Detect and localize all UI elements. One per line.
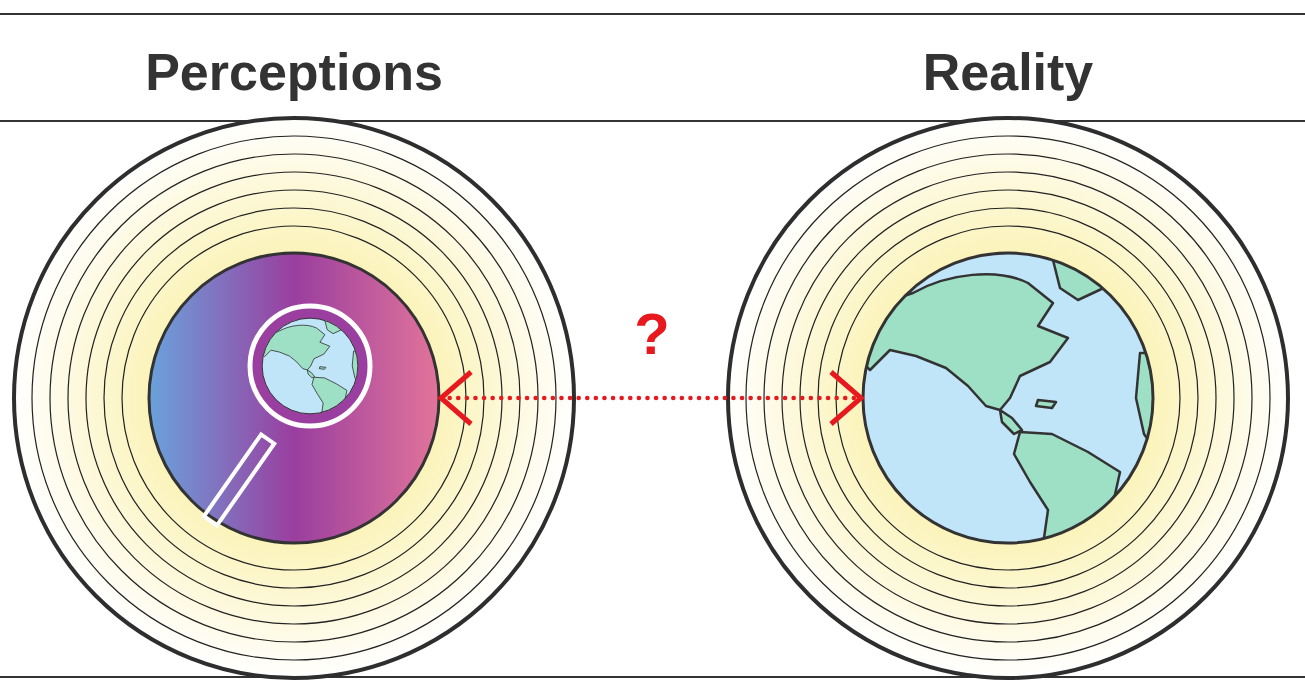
rule-line xyxy=(0,120,1305,122)
circle-node: Reality xyxy=(863,253,1153,543)
circle-heading: Reality xyxy=(703,42,1305,102)
edge-label: ? xyxy=(630,302,673,366)
rule-line xyxy=(0,13,1305,15)
dotted-arrow xyxy=(441,372,861,424)
rule-line xyxy=(0,676,1305,678)
earth-globe xyxy=(858,248,1168,548)
perception-rings xyxy=(14,118,574,678)
magnifying-glass xyxy=(204,306,370,526)
circle-node: Perceptions xyxy=(149,253,439,543)
circle-heading: Perceptions xyxy=(0,42,599,102)
